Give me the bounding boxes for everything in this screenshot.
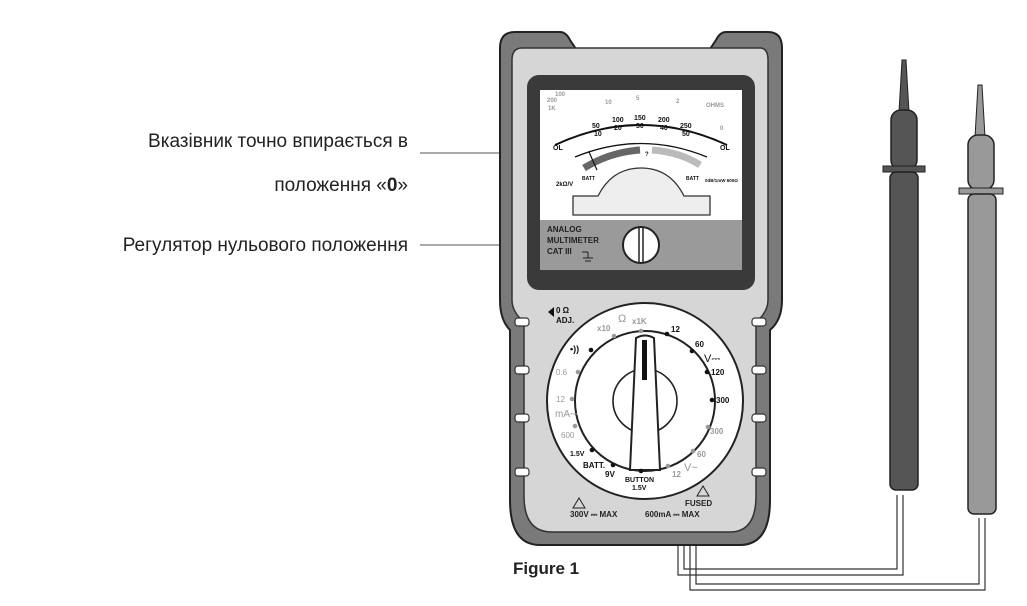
dc-mid-50: 50 <box>682 131 690 138</box>
ohm-val-2: 2 <box>676 99 680 105</box>
dial-acv-12: 12 <box>672 470 681 479</box>
dc-top-100: 100 <box>612 117 624 124</box>
dial-acv-label: V~ <box>684 462 698 474</box>
ol-left: OL <box>553 145 563 152</box>
ohm-val-10: 10 <box>605 100 612 106</box>
dial-x1k: x1K <box>632 317 647 326</box>
dial-batt-9v: 9V <box>605 470 615 479</box>
gray-test-probe <box>958 84 1004 515</box>
batt-right: BATT <box>686 176 699 182</box>
annotation-zero: 0 <box>386 175 398 196</box>
annotation-suffix: » <box>397 175 408 196</box>
dc-mid-20: 20 <box>614 125 622 132</box>
warning-icon-left <box>572 497 586 509</box>
probe-wires <box>677 495 986 591</box>
batt-bad-band <box>582 146 641 172</box>
annotation-prefix: положення « <box>274 175 387 196</box>
sensitivity-label: 2kΩ/V <box>556 182 573 188</box>
dial-ohm-symbol: Ω <box>618 313 626 325</box>
batt-question: ? <box>645 152 649 158</box>
dc-top-50: 50 <box>592 123 600 130</box>
dial-batt-15v: 1.5V <box>570 451 585 458</box>
dc-mid-40: 40 <box>660 125 668 132</box>
dc-scale-arc <box>574 142 708 158</box>
dial-dcv-60: 60 <box>695 340 704 349</box>
ohms-label: OHMS <box>706 103 724 109</box>
dial-dcv-120: 120 <box>711 368 725 377</box>
black-test-probe <box>882 59 926 491</box>
pointer-annotation-line2: положення «0» <box>274 175 408 197</box>
mirror-arch <box>572 167 711 216</box>
dial-button: BUTTON <box>625 477 654 484</box>
batt-good-band <box>651 146 702 168</box>
dc-mid-10: 10 <box>594 131 602 138</box>
warning-left: 300V ⎓ MAX <box>570 510 618 519</box>
dial-dcv-label: V⎓ <box>704 353 720 365</box>
ohm-scale-arc <box>554 124 728 146</box>
adj-line1: 0 Ω <box>556 306 570 315</box>
ol-right: OL <box>720 145 730 152</box>
adj-arrow-icon <box>548 307 554 317</box>
brand-line1: ANALOG <box>547 225 582 234</box>
dial-batt: BATT. <box>583 461 605 470</box>
adj-line2: ADJ. <box>556 316 574 325</box>
selector-knob[interactable] <box>628 334 662 471</box>
fuse-warning-icon <box>696 485 710 497</box>
dc-top-150: 150 <box>634 115 646 122</box>
ohm-val-1k: 1K <box>548 106 556 112</box>
db-note: 0dB/1mW 600Ω <box>705 178 738 183</box>
dial-continuity: •)) <box>570 344 579 354</box>
dial-ma-600: 600 <box>561 431 575 440</box>
pointer-annotation-line1: Вказівник точно впирається в <box>148 131 408 152</box>
warning-right-2: 600mA ⎓ MAX <box>645 510 700 519</box>
selector-pointer <box>642 340 647 380</box>
dc-top-250: 250 <box>680 123 692 130</box>
pointer-needle <box>588 151 598 171</box>
dial-button-v: 1.5V <box>632 485 647 492</box>
ohm-val-0: 0 <box>720 126 724 132</box>
dial-acv-300: 300 <box>710 427 724 436</box>
warning-right-1: FUSED <box>685 499 712 508</box>
ohm-val-5: 5 <box>636 96 640 102</box>
zero-adjuster-annotation: Регулятор нульового положення <box>122 235 408 256</box>
side-grips <box>514 317 767 477</box>
dial-dcv-300: 300 <box>716 396 730 405</box>
dial-ma-label: mA⎓ <box>555 409 578 420</box>
ground-icon <box>582 251 593 262</box>
figure-caption: Figure 1 <box>513 559 580 578</box>
dial-ma-12: 12 <box>556 395 565 404</box>
ohm-val-200: 200 <box>547 98 558 104</box>
dial-dots <box>569 328 715 474</box>
dial-ma-06: 0.6 <box>556 368 568 377</box>
dc-mid-30: 30 <box>636 123 644 130</box>
dc-top-200: 200 <box>658 117 670 124</box>
dial-x10: x10 <box>597 324 611 333</box>
dial-acv-60: 60 <box>697 450 706 459</box>
dial-dcv-12: 12 <box>671 325 680 334</box>
brand-line2: MULTIMETER <box>547 236 599 245</box>
zero-adjust-screw[interactable] <box>622 226 660 264</box>
category-label: CAT III <box>547 247 572 256</box>
ohm-val-100: 100 <box>555 92 566 98</box>
batt-left: BATT <box>582 176 595 182</box>
